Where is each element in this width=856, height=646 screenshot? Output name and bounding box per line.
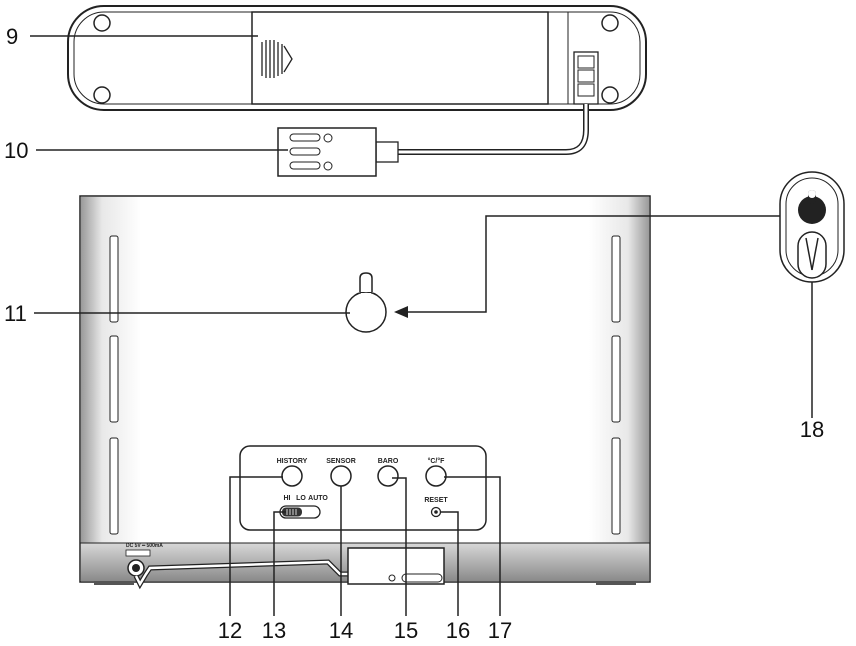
callout-18: 18 [800, 417, 824, 442]
usb-adapter [277, 127, 399, 177]
callout-14: 14 [329, 618, 353, 643]
callout-10: 10 [4, 138, 28, 163]
callout-13: 13 [262, 618, 286, 643]
baro-label: BARO [378, 458, 399, 465]
callout-9: 9 [6, 24, 18, 49]
cable-plug-housing [347, 547, 445, 585]
battery-cover [251, 11, 549, 105]
callout-11: 11 [4, 301, 27, 326]
switch-auto-label: AUTO [308, 495, 328, 502]
callout-17: 17 [488, 618, 512, 643]
callout-lines [30, 35, 813, 616]
switch-lo-label: LO [296, 495, 306, 502]
history-label: HISTORY [277, 458, 308, 465]
battery-cover-grip [261, 40, 293, 78]
callout-12: 12 [218, 618, 242, 643]
battery-compartment-panel [67, 5, 647, 111]
power-rating-label: DC 5V ━ 500mA [126, 543, 163, 549]
device-rear-body: HISTORY SENSOR BARO °C/°F RESET HI LO AU… [79, 195, 651, 590]
unit-button[interactable] [425, 465, 447, 487]
callout-16: 16 [446, 618, 470, 643]
sensor-label: SENSOR [326, 458, 356, 465]
wall-mount-hole [345, 272, 387, 333]
sensor-button[interactable] [330, 465, 352, 487]
vent-slots-right [611, 235, 621, 535]
reset-label: RESET [424, 497, 448, 504]
history-button[interactable] [281, 465, 303, 487]
unit-label: °C/°F [428, 457, 446, 465]
baro-button[interactable] [377, 465, 399, 487]
switch-hi-label: HI [284, 495, 291, 502]
wall-mount-bracket [779, 171, 845, 283]
usb-cable [398, 104, 589, 155]
callout-15: 15 [394, 618, 418, 643]
arrow-head [394, 306, 408, 318]
vent-slots-left [109, 235, 119, 535]
cable-connector [573, 51, 599, 105]
